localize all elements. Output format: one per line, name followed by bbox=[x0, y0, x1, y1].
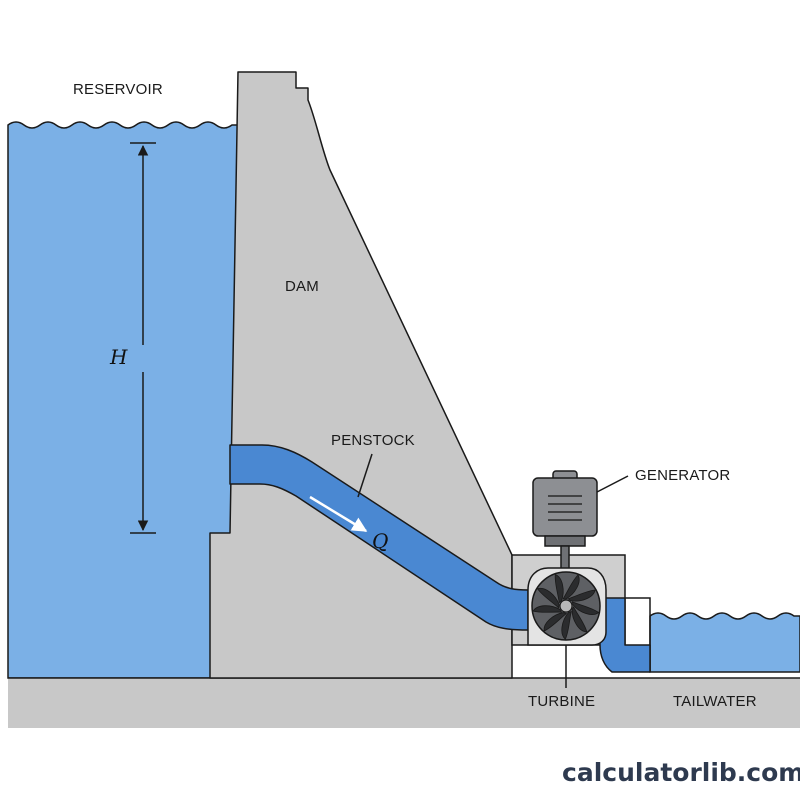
dam-body bbox=[209, 71, 513, 679]
flow-arrow bbox=[309, 495, 368, 533]
head-label: H bbox=[109, 345, 128, 369]
generator-icon bbox=[532, 470, 598, 571]
turbine-blade bbox=[532, 605, 563, 613]
tailrace-flow bbox=[597, 597, 651, 673]
turbine-blade bbox=[536, 587, 560, 609]
site-watermark: calculatorlib.com bbox=[562, 758, 800, 787]
turbine-blade bbox=[571, 601, 600, 615]
penstock-label: PENSTOCK bbox=[331, 432, 415, 449]
tailwater-label: TAILWATER bbox=[673, 693, 757, 710]
generator-leader bbox=[596, 475, 629, 493]
turbine-blade bbox=[567, 589, 596, 602]
flow-label: Q bbox=[372, 529, 388, 553]
tailwater-water bbox=[649, 612, 800, 673]
turbine-blade bbox=[562, 574, 580, 600]
reservoir-water bbox=[7, 121, 239, 679]
turbine-label: TURBINE bbox=[528, 693, 595, 710]
turbine-blade bbox=[543, 612, 568, 632]
turbine-blade bbox=[554, 573, 564, 604]
generator-label: GENERATOR bbox=[635, 467, 730, 484]
ground-base bbox=[8, 678, 800, 728]
turbine-blade bbox=[571, 606, 588, 633]
penstock-leader bbox=[357, 453, 373, 498]
turbine-blade bbox=[561, 610, 572, 640]
turbine-icon bbox=[527, 567, 607, 646]
dam-label: DAM bbox=[285, 278, 319, 295]
reservoir-label: RESERVOIR bbox=[73, 81, 163, 98]
